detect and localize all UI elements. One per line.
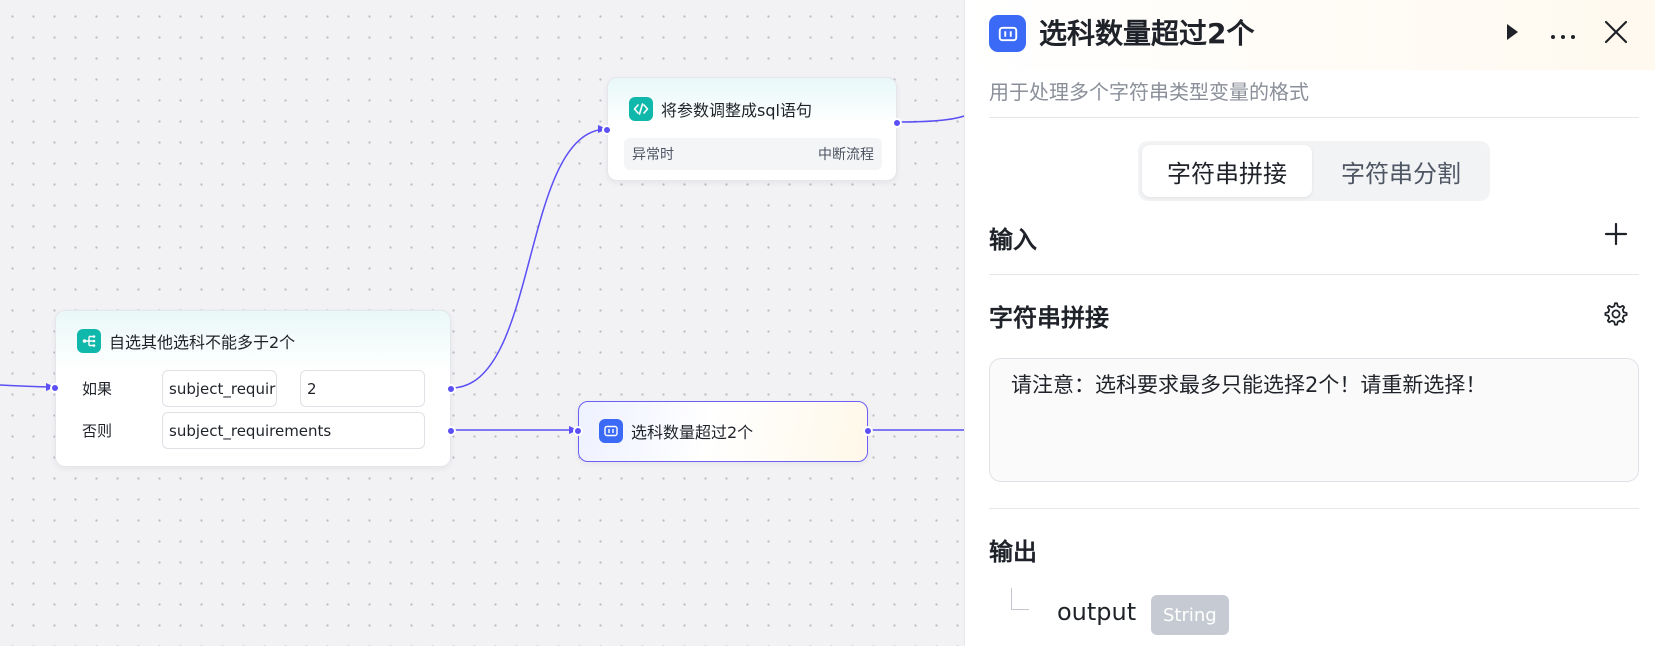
panel-header-background bbox=[965, 0, 1655, 70]
panel-title[interactable]: 选科数量超过2个 bbox=[1039, 17, 1255, 50]
concat-settings-button[interactable] bbox=[1598, 298, 1634, 334]
close-button[interactable] bbox=[1596, 14, 1636, 54]
divider bbox=[989, 117, 1639, 118]
node-text-process[interactable]: 选科数量超过2个 bbox=[573, 401, 873, 462]
close-icon bbox=[1604, 20, 1628, 48]
node-title: 选科数量超过2个 bbox=[631, 423, 754, 442]
mode-segmented-control: 字符串拼接 字符串分割 bbox=[1138, 141, 1490, 201]
input-port[interactable] bbox=[50, 383, 60, 393]
node-header: 自选其他选科不能多于2个 bbox=[77, 329, 295, 353]
output-port[interactable] bbox=[863, 426, 873, 436]
error-handling-row[interactable]: 异常时 中断流程 bbox=[624, 138, 882, 170]
input-port[interactable] bbox=[573, 426, 583, 436]
if-value-field[interactable]: 2 bbox=[300, 370, 425, 407]
plus-icon bbox=[1604, 222, 1628, 250]
divider bbox=[989, 274, 1639, 275]
workflow-canvas[interactable]: 将参数调整成sql语句 异常时 中断流程 自选其他选科不能多于2个 如果 sub… bbox=[0, 0, 965, 646]
output-variable-name: output bbox=[1057, 598, 1137, 626]
more-options-button[interactable] bbox=[1543, 14, 1583, 54]
tab-string-concat[interactable]: 字符串拼接 bbox=[1142, 145, 1312, 197]
node-header: 将参数调整成sql语句 bbox=[629, 97, 812, 121]
node-title: 自选其他选科不能多于2个 bbox=[109, 333, 296, 352]
else-output-port[interactable] bbox=[446, 426, 456, 436]
add-input-button[interactable] bbox=[1598, 218, 1634, 254]
run-button[interactable] bbox=[1492, 14, 1532, 54]
edge-sql-to-next[interactable] bbox=[896, 115, 965, 123]
if-label: 如果 bbox=[82, 380, 113, 398]
output-port[interactable] bbox=[892, 118, 902, 128]
divider bbox=[989, 508, 1639, 509]
if-variable-field[interactable]: subject_requir bbox=[162, 370, 277, 407]
if-output-port[interactable] bbox=[446, 384, 456, 394]
panel-description[interactable]: 用于处理多个字符串类型变量的格式 bbox=[989, 80, 1309, 104]
text-process-icon bbox=[989, 15, 1026, 52]
else-label: 否则 bbox=[82, 422, 113, 440]
node-title: 将参数调整成sql语句 bbox=[661, 101, 812, 120]
tree-connector bbox=[1011, 588, 1029, 610]
edge-condition-to-sql[interactable] bbox=[450, 128, 608, 389]
branch-icon bbox=[77, 329, 101, 353]
code-icon bbox=[629, 97, 653, 121]
play-icon bbox=[1504, 22, 1520, 46]
node-sql-convert[interactable]: 将参数调整成sql语句 异常时 中断流程 bbox=[602, 77, 902, 181]
more-icon bbox=[1550, 25, 1576, 44]
node-header: 选科数量超过2个 bbox=[599, 419, 753, 443]
output-section-title: 输出 bbox=[989, 538, 1037, 566]
error-action: 中断流程 bbox=[818, 147, 874, 163]
input-port[interactable] bbox=[602, 125, 612, 135]
gear-icon bbox=[1603, 301, 1629, 331]
error-label: 异常时 bbox=[632, 147, 674, 163]
node-condition[interactable]: 自选其他选科不能多于2个 如果 subject_requir 2 否则 subj… bbox=[50, 310, 456, 467]
text-process-icon bbox=[599, 419, 623, 443]
node-config-panel: 选科数量超过2个 用于处理多个字符串类型变量的格式 字符串拼接 字符串分割 输入… bbox=[964, 0, 1655, 646]
input-section-title: 输入 bbox=[989, 226, 1037, 254]
tab-string-split[interactable]: 字符串分割 bbox=[1341, 159, 1461, 188]
concat-template-input[interactable]: 请注意：选科要求最多只能选择2个！请重新选择！ bbox=[989, 358, 1639, 482]
output-type-badge: String bbox=[1151, 595, 1229, 635]
else-variable-field[interactable]: subject_requirements bbox=[162, 412, 425, 449]
concat-section-title: 字符串拼接 bbox=[989, 304, 1109, 332]
